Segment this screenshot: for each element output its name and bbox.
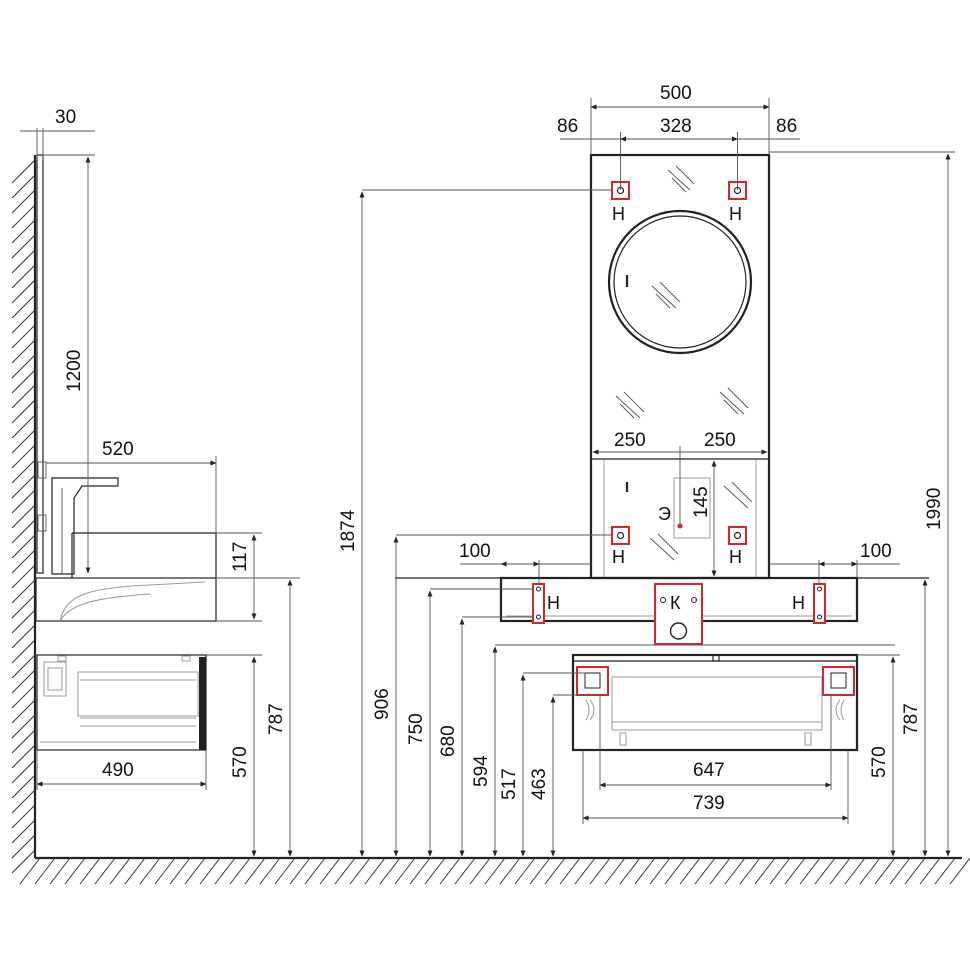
dim-mirror-edge-right: 86 — [776, 116, 797, 137]
mirror-glare — [615, 165, 753, 561]
dim-cabinet-hole-height: 517 — [499, 768, 520, 800]
wall-hatching — [11, 159, 36, 874]
mount-point-basin-left — [532, 583, 545, 624]
drain-hole — [669, 622, 688, 640]
dim-basin-height: 117 — [230, 542, 251, 572]
drain-label: К — [670, 593, 681, 613]
mount-label-mirror-right: Н — [729, 204, 742, 224]
side-view: 30 1200 520 117 570 787 490 — [20, 107, 300, 857]
mount-label-basin-right: Н — [792, 593, 805, 613]
wall — [11, 155, 37, 874]
dim-cabinet-top-height: 594 — [471, 755, 492, 787]
dim-mirror-hole-height: 1874 — [338, 509, 359, 552]
floor — [19, 856, 970, 885]
dim-basin-depth: 520 — [102, 439, 134, 460]
mount-point-panel-right — [728, 526, 747, 545]
round-mirror — [607, 209, 753, 355]
dim-panel-half-left: 250 — [614, 430, 646, 451]
dim-basin-edge-right: 100 — [860, 541, 892, 562]
front-view: Н Н Н Н Э Н Н К 5 — [338, 83, 955, 857]
dim-basin-edge-left: 100 — [459, 541, 491, 562]
side-mirror-panel — [36, 154, 44, 574]
dim-cabinet-depth: 490 — [102, 760, 134, 781]
dim-basin-bottom-height: 680 — [438, 725, 459, 757]
mount-label-mirror-left: Н — [612, 204, 625, 224]
dim-cabinet-holes-span: 647 — [693, 760, 725, 781]
dim-panel-hole-height: 906 — [372, 688, 393, 720]
dim-mirror-edge-left: 86 — [557, 116, 578, 137]
mount-point-cabinet-left — [576, 666, 609, 696]
floor-hatching — [19, 857, 970, 885]
socket-label: Э — [658, 504, 671, 524]
side-basin — [35, 577, 217, 622]
mount-point-cabinet-right — [822, 666, 855, 696]
mount-label-basin-left: Н — [547, 593, 560, 613]
dim-mirror-width: 500 — [660, 83, 692, 104]
dim-cabinet-lower-hole: 463 — [529, 768, 550, 800]
mount-label-panel-left: Н — [612, 547, 625, 567]
dim-top-height-side: 787 — [266, 703, 287, 735]
dim-basin-top-height: 750 — [406, 713, 427, 745]
mount-point-basin-right — [813, 583, 826, 624]
dim-panel-half-right: 250 — [704, 430, 736, 451]
front-cabinet — [571, 653, 859, 752]
dim-mirror-height: 1200 — [64, 350, 85, 392]
dim-total-height: 1990 — [924, 488, 945, 530]
mount-label-panel-right: Н — [729, 547, 742, 567]
dim-cabinet-height-front: 570 — [869, 746, 890, 778]
dim-mirror-depth: 30 — [55, 107, 76, 128]
side-faucet — [51, 477, 119, 575]
dim-socket-offset: 145 — [691, 486, 712, 518]
drain-zone — [654, 583, 703, 645]
mount-point-panel-left — [611, 526, 630, 545]
dim-top-height-front: 787 — [901, 703, 922, 735]
dim-cabinet-height-side: 570 — [230, 746, 251, 778]
dim-cabinet-width: 739 — [693, 793, 725, 814]
dim-mirror-holes-span: 328 — [660, 116, 692, 137]
